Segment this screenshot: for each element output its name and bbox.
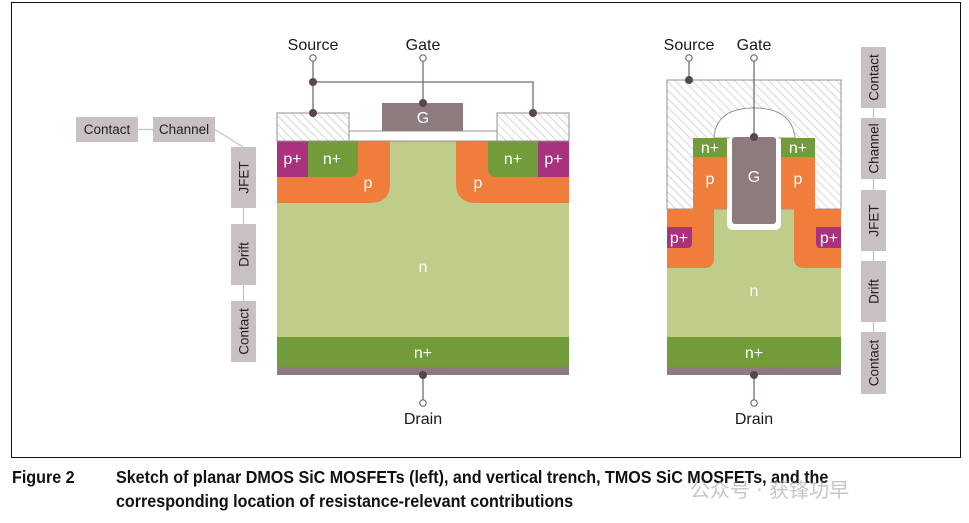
figure-frame <box>11 2 961 458</box>
tmos-tag-contact-top-text: Contact <box>867 54 882 101</box>
tmos-p-right-label: p <box>794 171 803 188</box>
junction-node-icon <box>419 99 427 107</box>
tmos-tag-contact-bottom <box>861 332 886 394</box>
dmos-substrate <box>277 337 569 367</box>
dmos-gate-label: Gate <box>406 37 441 54</box>
tmos-tag-contact-top <box>861 47 886 108</box>
tmos-tag-drift <box>861 261 886 322</box>
dmos-n-plus-right <box>488 141 538 177</box>
junction-node-icon <box>419 371 427 379</box>
tmos-gate-label: Gate <box>737 37 772 54</box>
dmos-n-plus-left-label: n+ <box>323 151 341 168</box>
tmos-resistance-tags: Contact Channel JFET Drift Contact <box>861 47 886 394</box>
tmos-p-plus-right-label: p+ <box>820 230 838 247</box>
junction-node-icon <box>685 76 693 84</box>
tmos-substrate <box>667 337 841 367</box>
source-terminal-icon <box>309 54 317 62</box>
figure-caption-text: Sketch of planar DMOS SiC MOSFETs (left)… <box>115 467 829 511</box>
dmos-substrate-label: n+ <box>414 345 432 362</box>
dmos-gate-oxide <box>348 130 498 142</box>
dmos-tag-contact-bottom <box>231 301 256 362</box>
tmos-p-plus-left <box>667 227 692 248</box>
dmos-p-left-label: p <box>364 175 373 192</box>
tmos-gate-region-label: G <box>748 169 760 186</box>
dmos-tag-channel <box>153 117 215 142</box>
tmos-p-plus-right <box>816 227 841 248</box>
dmos-resistance-tags: Contact Channel JFET Drift Contact <box>76 117 256 362</box>
dmos-tag-channel-text: Channel <box>159 122 209 137</box>
watermark: 公众号 · 获锋功早 <box>690 478 850 502</box>
dmos-gate-electrode <box>382 103 463 131</box>
drain-terminal-icon <box>419 399 427 407</box>
dmos-tag-drift-text: Drift <box>237 242 252 267</box>
gate-terminal-icon <box>419 54 427 62</box>
tmos-tag-channel <box>861 118 886 179</box>
junction-node-icon <box>750 133 758 141</box>
tmos-source-label: Source <box>664 37 715 54</box>
tmos-n-plus-left <box>693 138 727 157</box>
dmos-tag-jfet-text: JFET <box>237 161 252 193</box>
dmos-drift-label: n <box>419 259 428 276</box>
dmos-n-plus-right-label: n+ <box>504 151 522 168</box>
dmos-tag-drift <box>231 224 256 285</box>
dmos-gate-region-label: G <box>417 110 429 127</box>
tmos-structure: Source Gate Drain G n+ n+ p p p+ p+ n n+ <box>664 37 842 428</box>
tmos-tag-contact-bottom-text: Contact <box>867 339 882 386</box>
dmos-source-contact-left <box>276 112 350 142</box>
tmos-n-plus-right-label: n+ <box>789 140 807 157</box>
tmos-n-plus-left-label: n+ <box>701 140 719 157</box>
figure-number: Figure 2 <box>12 467 75 487</box>
tmos-p-left-label: p <box>706 171 715 188</box>
dmos-p-right-label: p <box>474 175 483 192</box>
tmos-tag-jfet-text: JFET <box>867 204 882 236</box>
tmos-n-plus-right <box>781 138 815 157</box>
gate-terminal-icon <box>750 54 758 62</box>
tmos-tag-drift-text: Drift <box>867 279 882 304</box>
tmos-substrate-label: n+ <box>745 345 763 362</box>
dmos-p-plus-left-label: p+ <box>283 151 301 168</box>
drain-terminal-icon <box>750 399 758 407</box>
junction-node-icon <box>309 109 317 117</box>
tmos-p-plus-left-label: p+ <box>670 230 688 247</box>
dmos-p-plus-right-label: p+ <box>544 151 562 168</box>
tmos-drain-label: Drain <box>735 411 773 428</box>
source-terminal-icon <box>685 54 693 62</box>
dmos-tag-contact-bottom-text: Contact <box>237 308 252 355</box>
tmos-gate-electrode <box>732 137 776 224</box>
dmos-structure: Source Gate Drain G p+ n+ p n+ p+ p n n+ <box>276 37 570 428</box>
dmos-p-plus-left <box>277 141 308 177</box>
mosfet-diagram: Source Gate Drain G p+ n+ p n+ p+ p n n+… <box>76 37 886 428</box>
junction-node-icon <box>750 371 758 379</box>
dmos-source-label: Source <box>288 37 339 54</box>
dmos-source-contact-right <box>496 112 570 142</box>
dmos-tag-contact-top-text: Contact <box>84 122 131 137</box>
tmos-drift-label: n <box>750 283 759 300</box>
dmos-n-plus-left <box>308 141 358 177</box>
dmos-tag-contact-top <box>76 117 138 142</box>
dmos-drain-label: Drain <box>404 411 442 428</box>
tmos-tag-channel-text: Channel <box>867 123 882 173</box>
dmos-p-plus-right <box>538 141 569 177</box>
junction-node-icon <box>309 78 317 86</box>
dmos-tag-jfet <box>231 147 256 208</box>
junction-node-icon <box>529 109 537 117</box>
tmos-tag-jfet <box>861 190 886 251</box>
